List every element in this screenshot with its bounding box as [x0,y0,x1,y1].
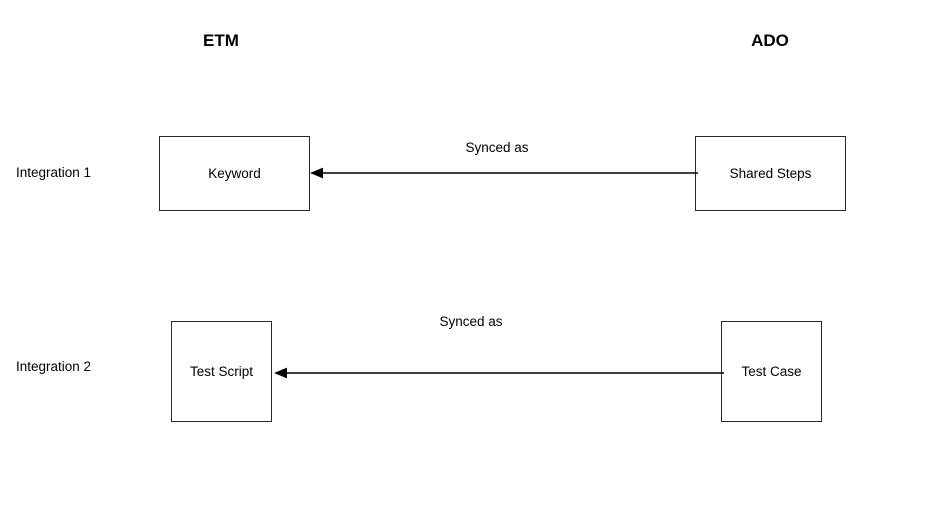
column-header-ado: ADO [751,31,789,50]
arrow-left-icon [274,367,287,379]
node-keyword[interactable]: Keyword [159,136,310,211]
edge-label-integration-2: Synced as [439,314,503,329]
row-label-integration-2: Integration 2 [16,359,92,374]
edge-label-integration-1: Synced as [465,140,529,155]
node-test-case[interactable]: Test Case [721,321,822,422]
connector-shared-steps-to-keyword[interactable] [308,163,698,183]
node-keyword-label: Keyword [208,165,261,181]
node-shared-steps[interactable]: Shared Steps [695,136,846,211]
node-test-script-label: Test Script [189,363,254,379]
node-test-script[interactable]: Test Script [171,321,272,422]
connector-test-case-to-test-script[interactable] [271,363,724,383]
node-test-case-label: Test Case [741,363,802,379]
column-header-etm: ETM [203,31,239,50]
row-label-integration-1: Integration 1 [16,165,92,180]
arrow-left-icon [310,167,323,179]
node-shared-steps-label: Shared Steps [729,165,812,181]
